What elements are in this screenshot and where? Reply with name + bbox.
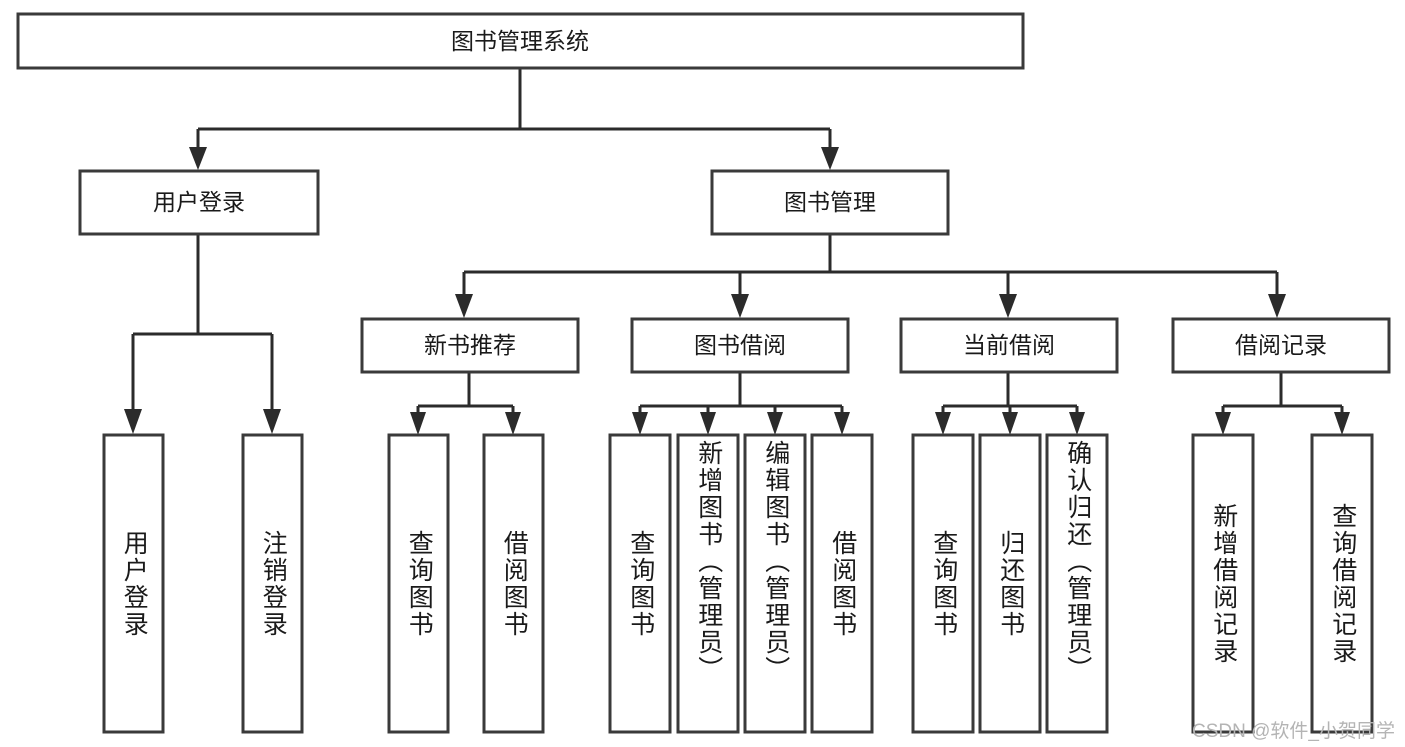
node-records-box[interactable] <box>1171 317 1391 374</box>
node-leaf-9-box[interactable] <box>911 433 975 734</box>
arrow-head-icon <box>124 409 142 434</box>
node-leaf-3-box[interactable] <box>387 433 450 734</box>
node-newbook-box[interactable] <box>360 317 580 374</box>
node-bookmgmt-box[interactable] <box>710 169 950 236</box>
node-newbook-label: 新书推荐 <box>424 332 516 358</box>
node-leaf-6-box[interactable] <box>676 433 740 734</box>
watermark-label: CSDN @软件_小贺同学 <box>1192 721 1395 742</box>
arrow-head-icon <box>834 412 850 435</box>
arrow-head-icon <box>700 412 716 435</box>
node-leaf-11-box[interactable] <box>1045 433 1109 734</box>
node-login-box[interactable] <box>78 169 320 236</box>
node-leaf-13-box[interactable] <box>1310 433 1374 734</box>
node-current-box[interactable] <box>899 317 1119 374</box>
arrow-head-icon <box>263 409 281 434</box>
arrow-head-icon <box>455 294 473 318</box>
arrow-head-icon <box>767 412 783 435</box>
node-borrow-label: 图书借阅 <box>694 332 786 358</box>
node-leaf-10-box[interactable] <box>978 433 1042 734</box>
node-leaf-8-box[interactable] <box>810 433 874 734</box>
arrow-head-icon <box>1069 412 1085 435</box>
arrow-head-icon <box>999 294 1017 318</box>
node-root-box[interactable] <box>16 12 1025 70</box>
node-root-label: 图书管理系统 <box>451 28 589 54</box>
arrow-head-icon <box>505 412 521 435</box>
arrow-head-icon <box>632 412 648 435</box>
arrow-head-icon <box>935 412 951 435</box>
node-leaf-1-box[interactable] <box>102 433 165 734</box>
node-borrow-box[interactable] <box>630 317 850 374</box>
node-leaf-4-box[interactable] <box>482 433 545 734</box>
arrow-head-icon <box>1215 412 1231 435</box>
node-group: 图书管理系统 用户登录 图书管理 新书推荐 图书借阅 当前借阅 借阅记录 <box>16 12 1391 734</box>
node-bookmgmt-label: 图书管理 <box>784 189 876 215</box>
arrow-head-icon <box>1334 412 1350 435</box>
arrow-head-icon <box>410 412 426 435</box>
arrow-head-icon <box>1268 294 1286 318</box>
node-records-label: 借阅记录 <box>1235 332 1327 358</box>
node-leaf-5-box[interactable] <box>608 433 672 734</box>
arrow-head-icon <box>731 294 749 318</box>
node-leaf-2-box[interactable] <box>241 433 304 734</box>
node-leaf-7-box[interactable] <box>743 433 807 734</box>
arrow-head-icon <box>821 147 839 170</box>
node-login-label: 用户登录 <box>153 189 245 215</box>
node-leaf-12-box[interactable] <box>1191 433 1255 734</box>
arrow-head-icon <box>1002 412 1018 435</box>
edge-group <box>124 67 1350 435</box>
arrow-head-icon <box>189 147 207 170</box>
node-current-label: 当前借阅 <box>963 332 1055 358</box>
